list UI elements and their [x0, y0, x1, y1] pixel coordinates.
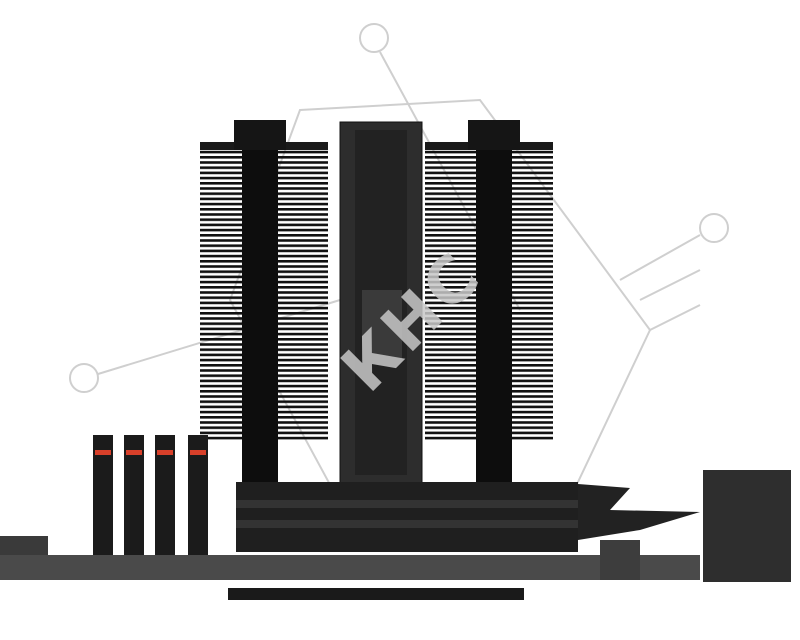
right-heatsink	[425, 120, 553, 490]
left-heatsink	[200, 120, 328, 490]
cooler-base	[236, 482, 700, 552]
ram-modules	[93, 435, 208, 575]
center-fan	[339, 121, 423, 485]
motherboard	[0, 470, 791, 600]
